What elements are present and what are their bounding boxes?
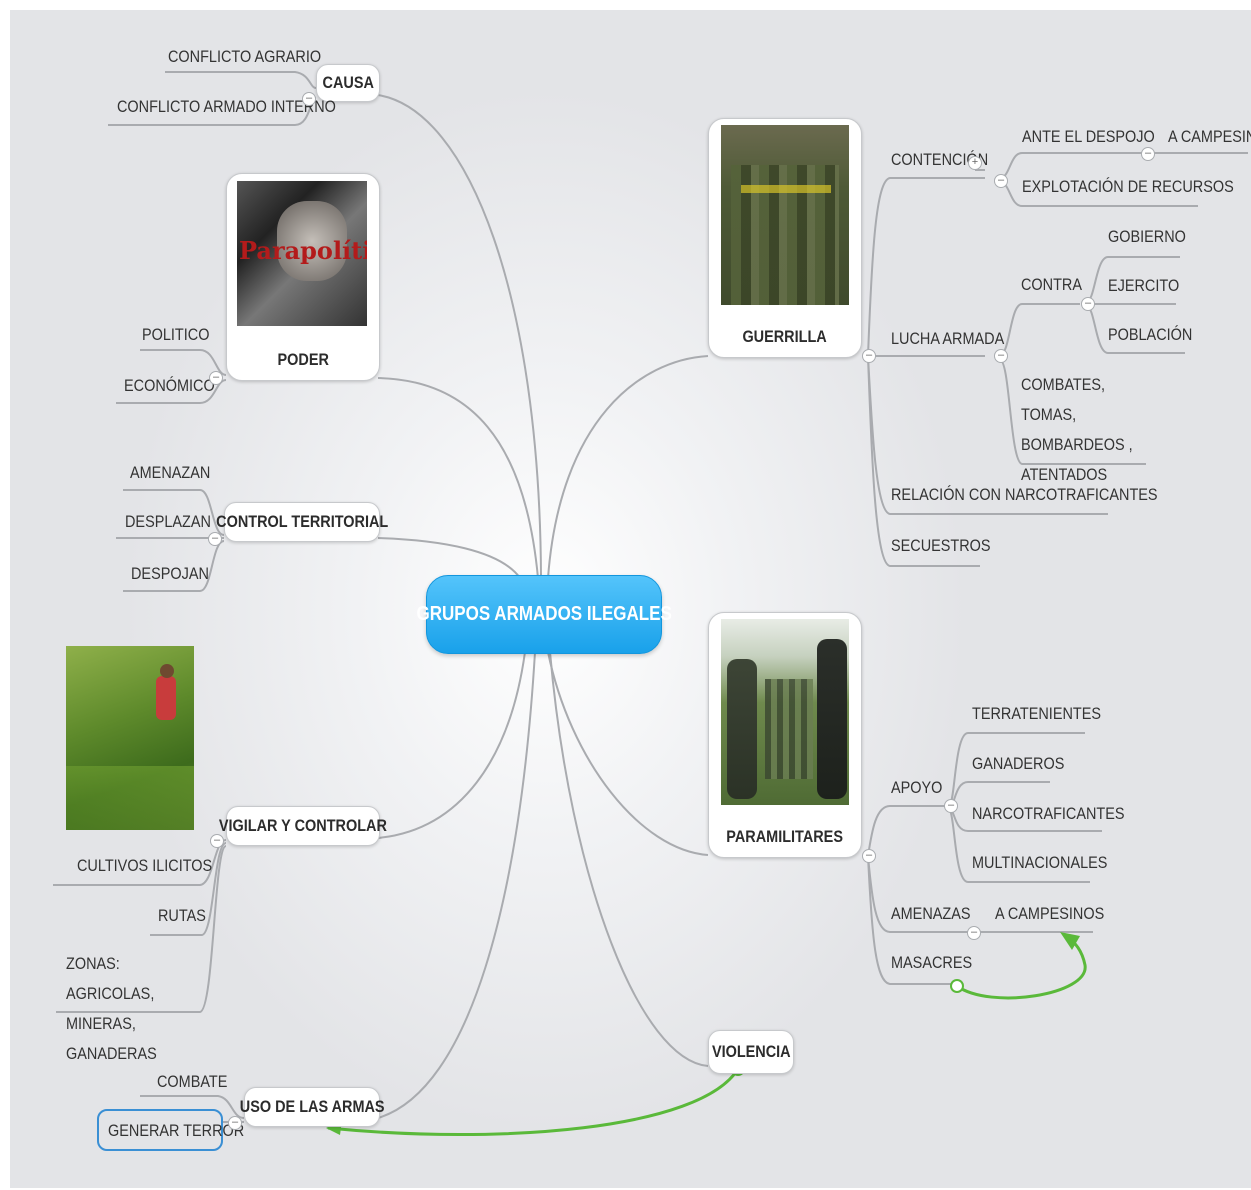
link-uso (377, 651, 536, 1119)
topic-causa[interactable]: CAUSA (316, 64, 380, 102)
coca-field-image (66, 646, 194, 830)
label-gobierno[interactable]: GOBIERNO (1108, 227, 1186, 246)
link-causa (377, 94, 542, 579)
collapse-icon[interactable]: – (1081, 297, 1095, 311)
label-masacres[interactable]: MASACRES (891, 953, 973, 972)
relation-masacres-campesinos (956, 935, 1087, 1000)
label-ante-despojo[interactable]: ANTE EL DESPOJO (1022, 127, 1155, 146)
link-poder (377, 377, 539, 579)
label-narcotraficantes[interactable]: NARCOTRAFICANTES (972, 804, 1125, 823)
central-topic[interactable]: GRUPOS ARMADOS ILEGALES (416, 575, 672, 654)
link-paramilitares (547, 651, 709, 856)
collapse-icon[interactable]: – (210, 834, 224, 848)
label-ejercito[interactable]: EJERCITO (1108, 276, 1180, 295)
collapse-icon[interactable]: – (228, 1116, 242, 1130)
label-lucha-armada[interactable]: LUCHA ARMADA (891, 329, 1005, 348)
label-a-campesinos-guerrilla[interactable]: A CAMPESINOS (1168, 127, 1251, 146)
label-rutas[interactable]: RUTAS (158, 906, 206, 925)
expand-icon[interactable]: + (968, 156, 982, 170)
label-conflicto-agrario[interactable]: CONFLICTO AGRARIO (168, 47, 322, 66)
label-economico[interactable]: ECONÓMICO (124, 376, 215, 395)
topic-poder[interactable]: Parapolítica PODER (226, 173, 380, 381)
label-combate[interactable]: COMBATE (157, 1072, 228, 1091)
poder-label: PODER (277, 350, 329, 369)
label-despojan[interactable]: DESPOJAN (131, 564, 209, 583)
paramilitares-image (721, 619, 849, 805)
link-violencia (549, 651, 709, 1067)
selected-topic-frame[interactable] (97, 1109, 223, 1151)
link-vigilar (377, 651, 526, 839)
collapse-icon[interactable]: – (862, 349, 876, 363)
topic-control-territorial[interactable]: CONTROL TERRITORIAL (216, 502, 388, 542)
label-amenazas[interactable]: AMENAZAS (891, 904, 971, 923)
label-a-campesinos-para[interactable]: A CAMPESINOS (995, 904, 1105, 923)
label-zonas[interactable]: ZONAS: AGRICOLAS, MINERAS, GANADERAS (66, 954, 157, 1063)
label-explotacion[interactable]: EXPLOTACIÓN DE RECURSOS (1022, 177, 1234, 196)
paramilitares-label: PARAMILITARES (726, 827, 844, 846)
label-poblacion[interactable]: POBLACIÓN (1108, 325, 1193, 344)
topic-guerrilla[interactable]: GUERRILLA (708, 118, 862, 358)
collapse-icon[interactable]: – (994, 349, 1008, 363)
label-contra[interactable]: CONTRA (1021, 275, 1083, 294)
collapse-icon[interactable]: – (1141, 147, 1155, 161)
topic-violencia[interactable]: VIOLENCIA (708, 1030, 794, 1074)
parapolitica-image: Parapolítica (237, 181, 367, 326)
link-guerrilla (547, 355, 709, 579)
label-multinacionales[interactable]: MULTINACIONALES (972, 853, 1108, 872)
label-ganaderos[interactable]: GANADEROS (972, 754, 1065, 773)
relation-violencia-uso (327, 1068, 740, 1136)
collapse-icon[interactable]: – (209, 371, 223, 385)
topic-vigilar-controlar[interactable]: VIGILAR Y CONTROLAR (219, 806, 387, 846)
topic-paramilitares[interactable]: PARAMILITARES (708, 612, 862, 858)
label-desplazan[interactable]: DESPLAZAN (125, 512, 211, 531)
label-amenazan[interactable]: AMENAZAN (130, 463, 211, 482)
label-terratenientes[interactable]: TERRATENIENTES (972, 704, 1102, 723)
label-secuestros[interactable]: SECUESTROS (891, 536, 991, 555)
collapse-icon[interactable]: – (208, 532, 222, 546)
collapse-icon[interactable]: – (302, 92, 316, 106)
label-conflicto-armado[interactable]: CONFLICTO ARMADO INTERNO (117, 97, 336, 116)
collapse-icon[interactable]: – (994, 174, 1008, 188)
collapse-icon[interactable]: – (944, 799, 958, 813)
topic-uso-armas[interactable]: USO DE LAS ARMAS (240, 1087, 384, 1127)
arrowhead-campesinos (1060, 932, 1080, 950)
collapse-icon[interactable]: – (862, 849, 876, 863)
label-relacion-narco[interactable]: RELACIÓN CON NARCOTRAFICANTES (891, 485, 1158, 504)
label-cultivos-ilicitos[interactable]: CULTIVOS ILICITOS (77, 856, 213, 875)
label-contencion[interactable]: CONTENCIÓN (891, 150, 989, 169)
guerrilla-image (721, 125, 849, 305)
link-control (377, 537, 521, 579)
collapse-icon[interactable]: – (967, 926, 981, 940)
guerrilla-label: GUERRILLA (742, 327, 828, 346)
label-generar-terror[interactable]: GENERAR TERROR (108, 1121, 245, 1140)
label-apoyo[interactable]: APOYO (891, 778, 943, 797)
label-combates[interactable]: COMBATES, TOMAS, BOMBARDEOS , ATENTADOS (1021, 375, 1133, 484)
label-politico[interactable]: POLITICO (142, 325, 210, 344)
